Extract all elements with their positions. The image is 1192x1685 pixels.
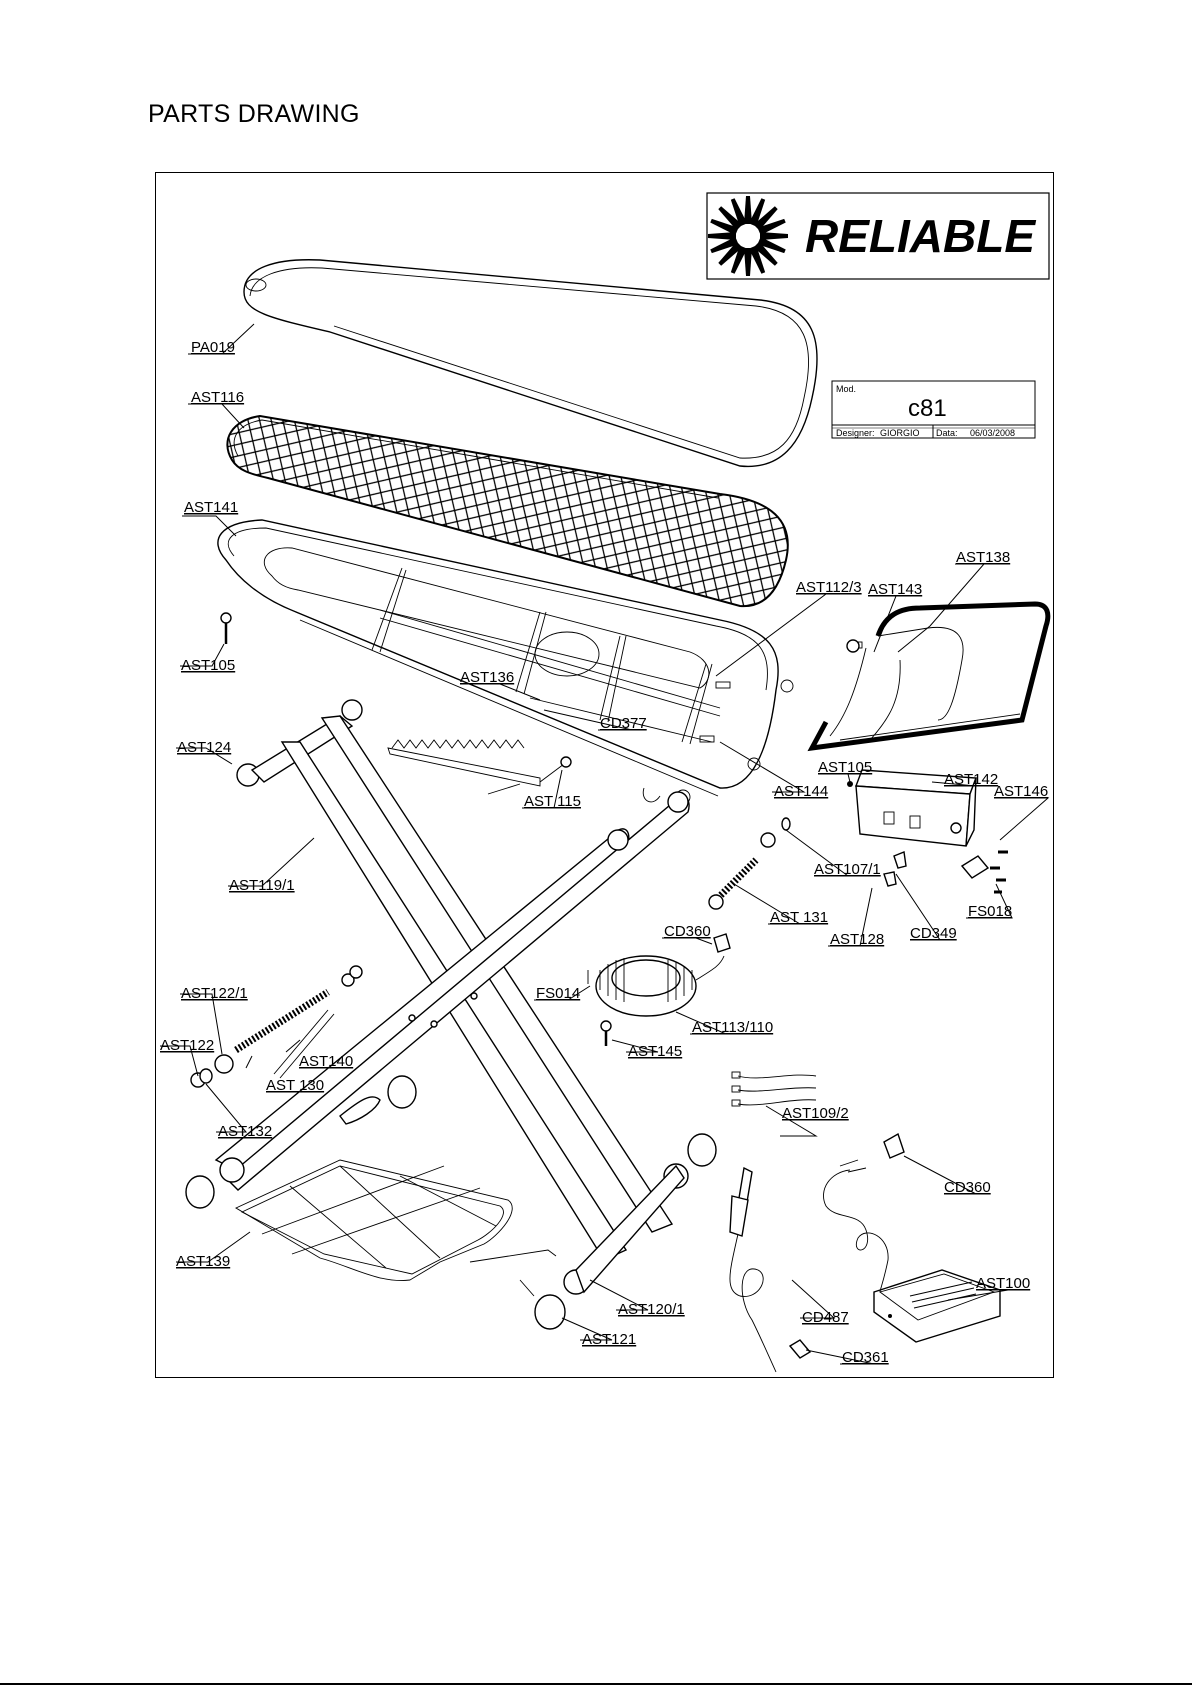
brand-name: RELIABLE <box>805 210 1036 262</box>
foot-switch <box>823 1132 1001 1343</box>
part-label: AST139 <box>176 1253 230 1270</box>
part-label: AST124 <box>177 739 231 756</box>
part-label: AST128 <box>830 931 884 948</box>
leader-lines <box>160 323 1050 1365</box>
part-label: AST119/1 <box>229 877 295 894</box>
screw-ast105-left <box>220 612 232 644</box>
date-label: Data: <box>936 428 958 438</box>
page-bottom-rule <box>0 1683 1192 1685</box>
sun-icon <box>708 196 788 276</box>
socket-box <box>847 769 1008 894</box>
part-label: CD487 <box>802 1309 849 1326</box>
designer-name: GIORGIO <box>880 428 920 438</box>
title-block: Mod. c81 Designer: GIORGIO Data: 06/03/2… <box>831 380 1036 439</box>
mod-label: Mod. <box>836 384 856 394</box>
drawing-frame <box>155 172 1054 1378</box>
part-label: CD360 <box>944 1179 991 1196</box>
part-label: AST140 <box>299 1053 353 1070</box>
part-label: AST105 <box>818 759 872 776</box>
part-label: CD360 <box>664 923 711 940</box>
part-label: AST109/2 <box>782 1105 849 1122</box>
part-label: AST142 <box>944 771 998 788</box>
thermostat <box>587 933 731 1046</box>
part-label: AST107/1 <box>814 861 881 878</box>
part-label: CD349 <box>910 925 957 942</box>
part-label: AST141 <box>184 499 238 516</box>
part-label: AST 130 <box>266 1077 324 1094</box>
part-label: FS014 <box>536 985 580 1002</box>
model-number: c81 <box>908 395 947 422</box>
leg-assembly <box>185 699 717 1330</box>
part-label: AST 131 <box>770 909 828 926</box>
board-frame <box>217 519 794 805</box>
part-label: AST121 <box>582 1331 636 1348</box>
part-label: AST113/110 <box>692 1019 773 1036</box>
part-label: CD361 <box>842 1349 889 1366</box>
height-rack <box>387 739 572 795</box>
part-label: AST105 <box>181 657 235 674</box>
part-label: AST112/3 <box>796 579 862 596</box>
part-label: AST100 <box>976 1275 1030 1292</box>
part-label: AST146 <box>994 783 1048 800</box>
part-label: PA019 <box>191 339 235 356</box>
part-label: AST143 <box>868 581 922 598</box>
part-label: AST145 <box>628 1043 682 1060</box>
board-cover <box>243 259 818 468</box>
part-label: AST 115 <box>524 793 581 810</box>
designer-label: Designer: <box>836 428 875 438</box>
part-label: AST138 <box>956 549 1010 566</box>
part-label: AST136 <box>460 669 514 686</box>
bolt-assembly <box>708 817 791 910</box>
power-cord <box>729 1166 812 1373</box>
part-labels: PA019 AST116 AST141 AST105 AST124 AST119… <box>160 339 1048 1366</box>
brand-logo: RELIABLE <box>706 192 1050 280</box>
part-label: AST116 <box>191 389 244 406</box>
date-value: 06/03/2008 <box>970 428 1015 438</box>
part-label: AST144 <box>774 783 828 800</box>
part-label: AST122/1 <box>181 985 248 1002</box>
spring-assembly <box>190 965 363 1088</box>
part-label: AST120/1 <box>618 1301 685 1318</box>
screw-ast143 <box>846 639 860 653</box>
part-label: CD377 <box>600 715 647 732</box>
page-title: PARTS DRAWING <box>148 100 360 128</box>
part-label: FS018 <box>968 903 1012 920</box>
part-label: AST132 <box>218 1123 272 1140</box>
bottom-basket <box>235 1159 557 1297</box>
part-label: AST122 <box>160 1037 214 1054</box>
board-mesh <box>226 414 789 608</box>
wire-harness <box>731 1071 817 1107</box>
